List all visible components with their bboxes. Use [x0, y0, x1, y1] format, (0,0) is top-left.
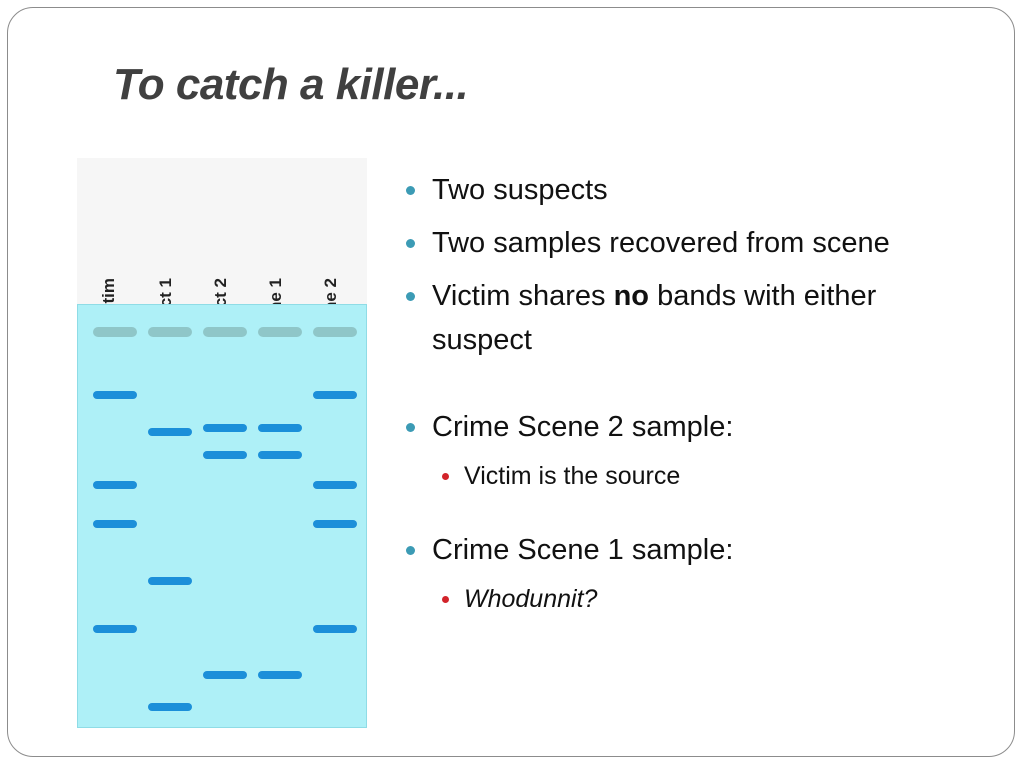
dna-gel-image: Victim Suspect 1 Suspect 2 Crime Scene 1… — [77, 158, 367, 728]
gel-band — [148, 577, 192, 585]
gel-band — [203, 671, 247, 679]
gel-band — [93, 520, 137, 528]
lane-label-crime-scene-2: Crime Scene 2 — [321, 138, 341, 395]
gel-well — [148, 327, 192, 337]
lane-label-suspect-2: Suspect 2 — [211, 138, 231, 358]
gel-band — [148, 703, 192, 711]
gel-band — [313, 391, 357, 399]
gel-band — [93, 391, 137, 399]
bullet-two-samples: Two samples recovered from scene — [404, 221, 984, 265]
emphasis-no: no — [613, 280, 650, 312]
bullet-crime-scene-1: Crime Scene 1 sample: — [404, 528, 984, 572]
gel-body — [77, 304, 367, 728]
lane-label-crime-scene-1: Crime Scene 1 — [266, 138, 286, 395]
gel-well — [93, 327, 137, 337]
gel-band — [313, 625, 357, 633]
gel-band — [313, 481, 357, 489]
gel-band — [93, 481, 137, 489]
bullet-crime-scene-2: Crime Scene 2 sample: — [404, 405, 984, 449]
lane-label-suspect-1: Suspect 1 — [156, 138, 176, 358]
gel-lane-labels: Victim Suspect 1 Suspect 2 Crime Scene 1… — [77, 158, 367, 395]
gel-band — [93, 625, 137, 633]
gel-band — [148, 428, 192, 436]
bullet-victim-shares: Victim shares no bands with either suspe… — [404, 274, 984, 362]
sub-bullet-whodunnit: Whodunnit? — [404, 581, 984, 617]
bullet-list: Two suspects Two samples recovered from … — [404, 168, 984, 617]
gel-band — [313, 520, 357, 528]
gel-well — [258, 327, 302, 337]
sub-bullet-victim-source: Victim is the source — [404, 458, 984, 494]
lane-label-victim: Victim — [99, 138, 119, 329]
gel-band — [258, 424, 302, 432]
gel-band — [203, 451, 247, 459]
slide-title: To catch a killer... — [113, 60, 469, 109]
gel-band — [203, 424, 247, 432]
bullet-two-suspects: Two suspects — [404, 168, 984, 212]
gel-well — [313, 327, 357, 337]
gel-band — [258, 671, 302, 679]
gel-band — [258, 451, 302, 459]
gel-well — [203, 327, 247, 337]
